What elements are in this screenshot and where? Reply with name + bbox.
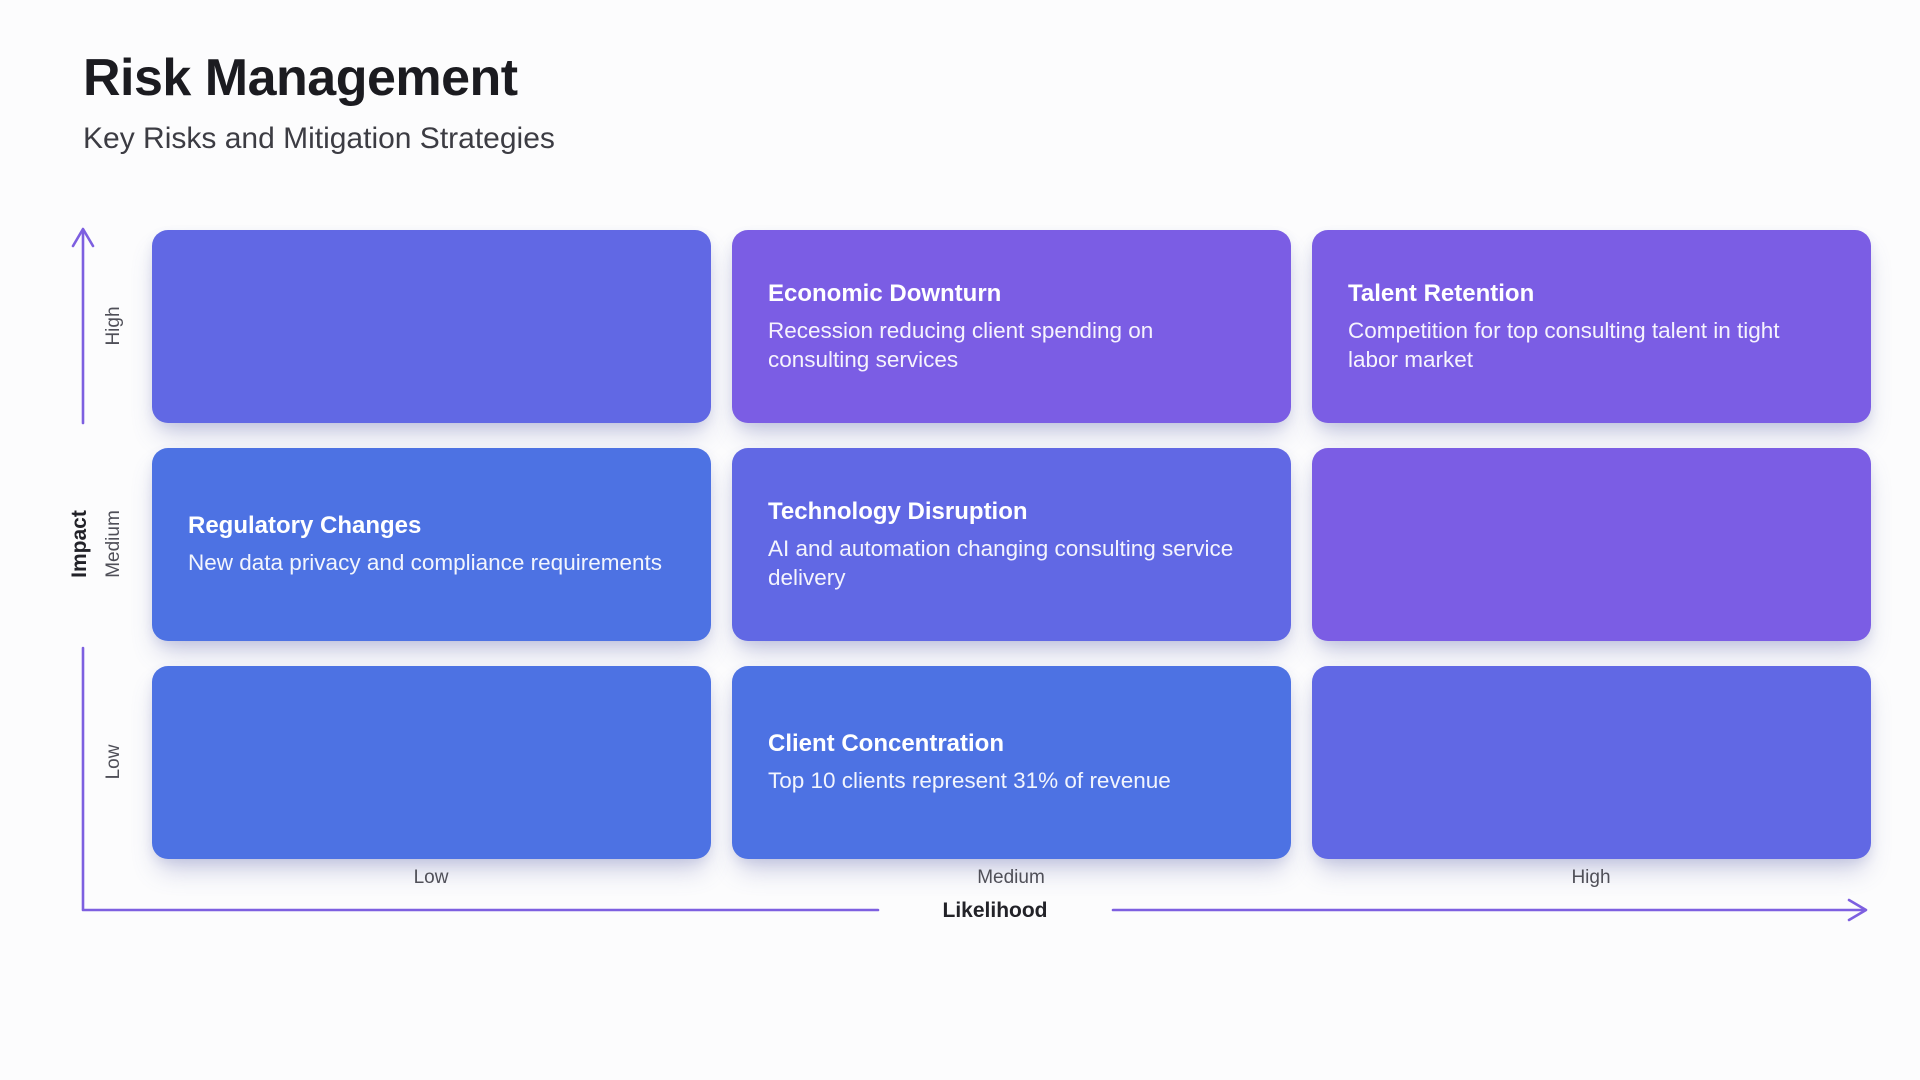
risk-card-description: New data privacy and compliance requirem… (188, 550, 662, 576)
risk-card-empty-medium-impact-high-likelihood (1312, 448, 1871, 641)
y-axis-title: Impact (68, 510, 91, 578)
risk-card-description: Competition for top consulting talent in… (1348, 317, 1780, 372)
x-tick-high: High (1571, 867, 1611, 888)
y-tick-medium: Medium (103, 510, 124, 578)
header: Risk Management Key Risks and Mitigation… (83, 49, 555, 157)
page-title: Risk Management (83, 49, 518, 107)
y-tick-high: High (103, 306, 124, 346)
risk-card-regulatory-changes: Regulatory Changes New data privacy and … (152, 448, 711, 641)
risk-card-talent-retention: Talent Retention Competition for top con… (1312, 230, 1871, 423)
risk-card-title: Client Concentration (768, 730, 1005, 758)
x-tick-medium: Medium (977, 867, 1045, 888)
risk-card-title: Regulatory Changes (188, 512, 422, 540)
risk-card-economic-downturn: Economic Downturn Recession reducing cli… (732, 230, 1291, 423)
risk-card-title: Technology Disruption (768, 497, 1028, 525)
x-axis-title: Likelihood (942, 899, 1048, 922)
risk-card-description: Recession reducing client spending on co… (768, 317, 1154, 372)
risk-card-technology-disruption: Technology Disruption AI and automation … (732, 448, 1291, 641)
risk-card-empty-low-impact-low-likelihood (152, 666, 711, 859)
risk-card-description: AI and automation changing consulting se… (768, 535, 1234, 590)
risk-card-empty-low-impact-high-likelihood (1312, 666, 1871, 859)
risk-card-client-concentration: Client Concentration Top 10 clients repr… (732, 666, 1291, 859)
y-tick-low: Low (103, 744, 124, 780)
x-tick-low: Low (413, 867, 449, 888)
risk-card-title: Talent Retention (1348, 279, 1535, 307)
page-subtitle: Key Risks and Mitigation Strategies (83, 122, 555, 156)
risk-card-description: Top 10 clients represent 31% of revenue (768, 768, 1171, 794)
risk-card-empty-high-impact-low-likelihood (152, 230, 711, 423)
risk-matrix: Economic Downturn Recession reducing cli… (152, 230, 1871, 859)
risk-card-title: Economic Downturn (768, 279, 1002, 307)
